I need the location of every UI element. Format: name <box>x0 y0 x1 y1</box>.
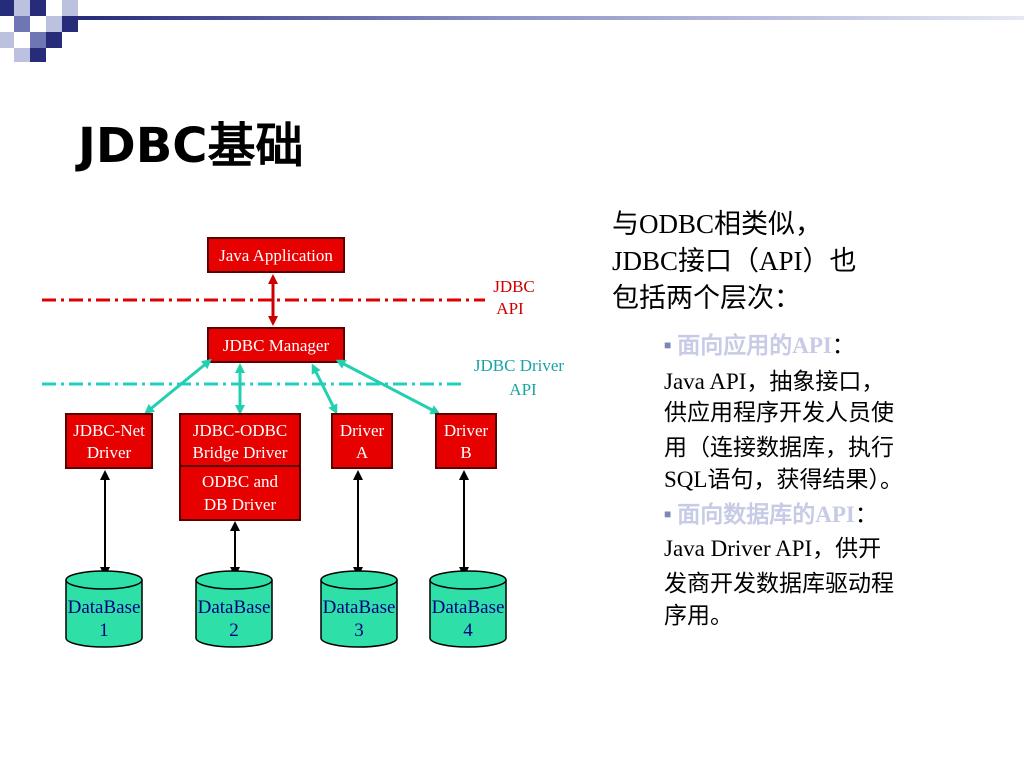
bullet-2-colon: ： <box>854 502 878 527</box>
manager-to-driver-a-arrow <box>311 363 338 415</box>
database-1-name: DataBase <box>68 597 141 618</box>
database-2-num: 2 <box>229 620 239 641</box>
jdbc-driver-api-label-2: API <box>509 380 537 399</box>
odbc-db-driver-box <box>179 465 301 521</box>
decor-square-4 <box>62 0 78 16</box>
java-application-label: Java Application <box>219 246 333 265</box>
bullet-1-line-4: SQL语句，获得结果）。 <box>664 467 903 492</box>
decor-square-5 <box>14 16 30 32</box>
jdbc-architecture-diagram: JDBC API JDBC Driver API Java Applicatio… <box>42 237 565 648</box>
database-2-name: DataBase <box>198 597 271 618</box>
decor-square-11 <box>14 48 30 62</box>
jdbc-odbc-bridge-label-1: JDBC-ODBC <box>193 421 287 440</box>
bullet-1-line-2: 供应用程序开发人员使 <box>664 400 894 425</box>
database-3: DataBase 3 <box>320 570 398 648</box>
bullet-square-icon: ■ <box>664 338 672 352</box>
intro-line-2: JDBC接口（API）也 <box>612 246 857 276</box>
intro-paragraph: 与ODBC相类似， JDBC接口（API）也 包括两个层次： <box>612 206 1012 317</box>
driver-b-label-2: B <box>460 443 471 462</box>
decor-square-10 <box>46 32 62 48</box>
jdbc-api-label-2: API <box>496 299 524 318</box>
decor-square-3 <box>30 0 46 16</box>
title-gradient-rule <box>78 16 1024 20</box>
driver-a-label-1: Driver <box>340 421 385 440</box>
database-4-name: DataBase <box>432 597 505 618</box>
decor-square-6 <box>46 16 62 32</box>
bullet-2-line-2: 发商开发数据库驱动程 <box>664 571 894 596</box>
slide-title: JDBC基础 <box>78 118 304 174</box>
database-1: DataBase 1 <box>65 570 143 648</box>
bullet-2-line-1: Java Driver API，供开 <box>664 536 882 561</box>
jdbc-net-driver-label-2: Driver <box>87 443 132 462</box>
decor-square-2 <box>14 0 30 16</box>
decor-square-1 <box>0 0 14 16</box>
jdbc-manager-box <box>207 327 345 363</box>
jdbc-driver-api-label-1: JDBC Driver <box>474 356 565 375</box>
database-4: DataBase 4 <box>429 570 507 648</box>
bullet-1-line-1: Java API，抽象接口， <box>664 369 885 394</box>
intro-line-1: 与ODBC相类似， <box>612 209 823 239</box>
jdbc-odbc-bridge-label-2: Bridge Driver <box>193 443 288 462</box>
bullet-1-heading: ■ 面向应用的API： <box>664 331 855 364</box>
manager-to-netdriver-arrow <box>144 358 212 415</box>
jdbc-api-label-1: JDBC <box>493 277 535 296</box>
decor-square-9 <box>30 32 46 48</box>
driver-b-box <box>435 413 497 469</box>
decor-square-7 <box>62 16 78 32</box>
bullet-2-heading: ■ 面向数据库的API： <box>664 500 878 533</box>
decor-square-12 <box>30 48 46 62</box>
driver-b-label-1: Driver <box>444 421 489 440</box>
odbc-db-driver-label-2: DB Driver <box>204 495 277 514</box>
manager-to-driver-b-arrow <box>335 359 441 415</box>
bullet-1-colon: ： <box>831 333 855 358</box>
jdbc-net-driver-label-1: JDBC-Net <box>73 421 145 440</box>
database-3-num: 3 <box>354 620 364 641</box>
driver-a-label-2: A <box>356 443 369 462</box>
bullet-2-title: 面向数据库的API <box>677 502 855 527</box>
bullet-square-icon: ■ <box>664 507 672 521</box>
database-4-num: 4 <box>463 620 473 641</box>
odbc-db-driver-label-1: ODBC and <box>202 472 279 491</box>
bullet-1-line-3: 用（连接数据库，执行 <box>664 435 894 460</box>
intro-line-3: 包括两个层次： <box>612 283 801 313</box>
driver-a-box <box>331 413 393 469</box>
decor-square-8 <box>0 32 14 48</box>
bullet-2-line-3: 序用。 <box>664 603 733 628</box>
database-1-num: 1 <box>99 620 109 641</box>
jdbc-manager-label: JDBC Manager <box>223 336 330 355</box>
database-2: DataBase 2 <box>195 570 273 648</box>
jdbc-net-driver-box <box>65 413 153 469</box>
database-3-name: DataBase <box>323 597 396 618</box>
bullet-1-title: 面向应用的API <box>677 333 832 358</box>
java-application-box <box>207 237 345 273</box>
